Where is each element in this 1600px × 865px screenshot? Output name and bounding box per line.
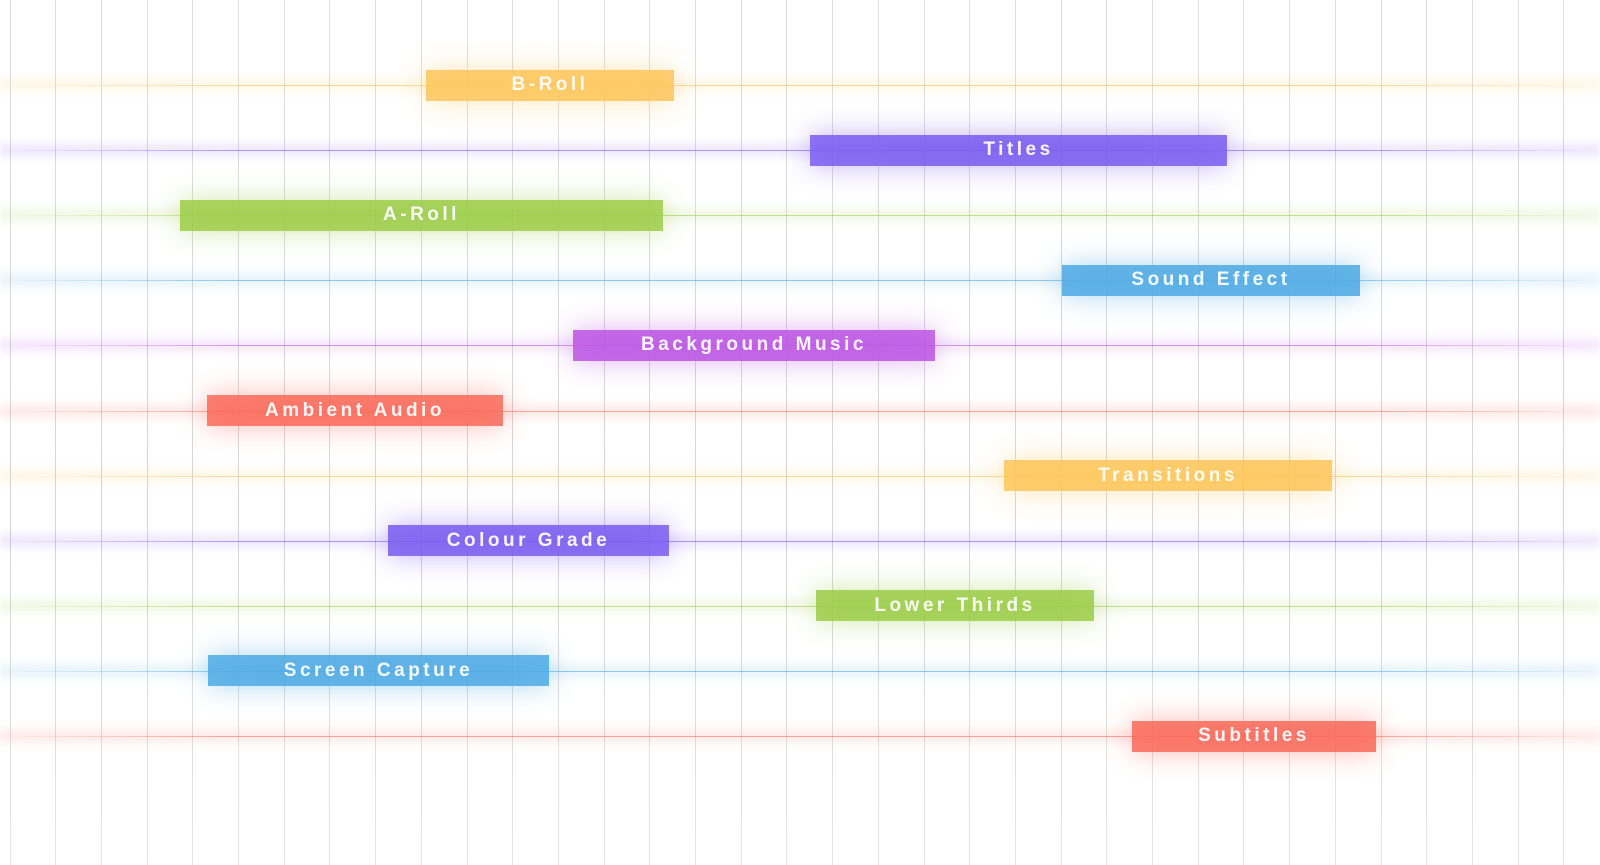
grid-line bbox=[1334, 0, 1336, 865]
grid-line bbox=[100, 0, 102, 865]
timeline-clip[interactable]: Colour Grade bbox=[388, 525, 669, 557]
grid-line bbox=[238, 0, 239, 865]
timeline-clip[interactable]: A-Roll bbox=[180, 199, 663, 231]
grid-line bbox=[1152, 0, 1153, 865]
timeline-clip[interactable]: Background Music bbox=[573, 329, 935, 361]
clip-label: Colour Grade bbox=[446, 529, 611, 551]
grid-line bbox=[512, 0, 514, 865]
timeline-clip[interactable]: Lower Thirds bbox=[816, 590, 1094, 622]
grid-line bbox=[740, 0, 742, 865]
grid-line bbox=[1563, 0, 1565, 865]
grid-line bbox=[877, 0, 879, 865]
clip-label: Transitions bbox=[1098, 464, 1238, 486]
track-line bbox=[0, 215, 1600, 217]
grid-line bbox=[603, 0, 605, 865]
grid-line bbox=[375, 0, 377, 865]
grid-line bbox=[1517, 0, 1519, 865]
grid-line bbox=[283, 0, 285, 865]
grid-line bbox=[969, 0, 971, 865]
track-line bbox=[0, 280, 1600, 282]
timeline-clip[interactable]: Ambient Audio bbox=[207, 395, 503, 426]
timeline-clip[interactable]: B-Roll bbox=[426, 69, 674, 101]
grid-line bbox=[1106, 0, 1108, 865]
track-line bbox=[0, 540, 1600, 542]
clip-label: Screen Capture bbox=[283, 659, 474, 681]
timeline-clip[interactable]: Transitions bbox=[1004, 460, 1332, 492]
grid-line bbox=[695, 0, 696, 865]
grid-line bbox=[1426, 0, 1428, 865]
grid-line bbox=[146, 0, 148, 865]
track-line bbox=[0, 736, 1600, 737]
clip-label: Sound Effect bbox=[1131, 269, 1291, 291]
grid-line bbox=[1471, 0, 1473, 865]
clip-label: Subtitles bbox=[1198, 725, 1310, 746]
grid-line bbox=[9, 0, 11, 865]
grid-line bbox=[1060, 0, 1062, 865]
grid-line bbox=[923, 0, 925, 865]
grid-line bbox=[1289, 0, 1291, 865]
clip-label: B-Roll bbox=[511, 74, 589, 95]
clip-label: Lower Thirds bbox=[874, 594, 1036, 616]
clip-label: Background Music bbox=[641, 334, 867, 356]
grid-line bbox=[420, 0, 422, 865]
timeline-clip[interactable]: Sound Effect bbox=[1062, 264, 1360, 296]
timeline-clip[interactable]: Screen Capture bbox=[208, 655, 549, 687]
clip-label: Ambient Audio bbox=[265, 399, 445, 421]
timeline-clip[interactable]: Subtitles bbox=[1132, 720, 1376, 752]
grid-line bbox=[832, 0, 834, 865]
grid-line bbox=[786, 0, 788, 865]
grid-line bbox=[1243, 0, 1245, 865]
grid-line bbox=[1380, 0, 1382, 865]
grid-line bbox=[557, 0, 559, 865]
clip-label: A-Roll bbox=[383, 204, 460, 226]
track-line bbox=[0, 85, 1600, 86]
track-line bbox=[0, 410, 1600, 412]
track-line bbox=[0, 150, 1600, 152]
grid-line bbox=[192, 0, 194, 865]
clip-label: Titles bbox=[983, 139, 1054, 161]
track-line bbox=[0, 475, 1600, 477]
track-line bbox=[0, 605, 1600, 607]
timeline-clip[interactable]: Titles bbox=[810, 134, 1227, 166]
grid-line bbox=[649, 0, 651, 865]
grid-line bbox=[55, 0, 57, 865]
grid-line bbox=[1014, 0, 1016, 865]
grid-line bbox=[1197, 0, 1199, 865]
grid-line bbox=[329, 0, 331, 865]
grid-line bbox=[466, 0, 468, 865]
track-line bbox=[0, 670, 1600, 672]
